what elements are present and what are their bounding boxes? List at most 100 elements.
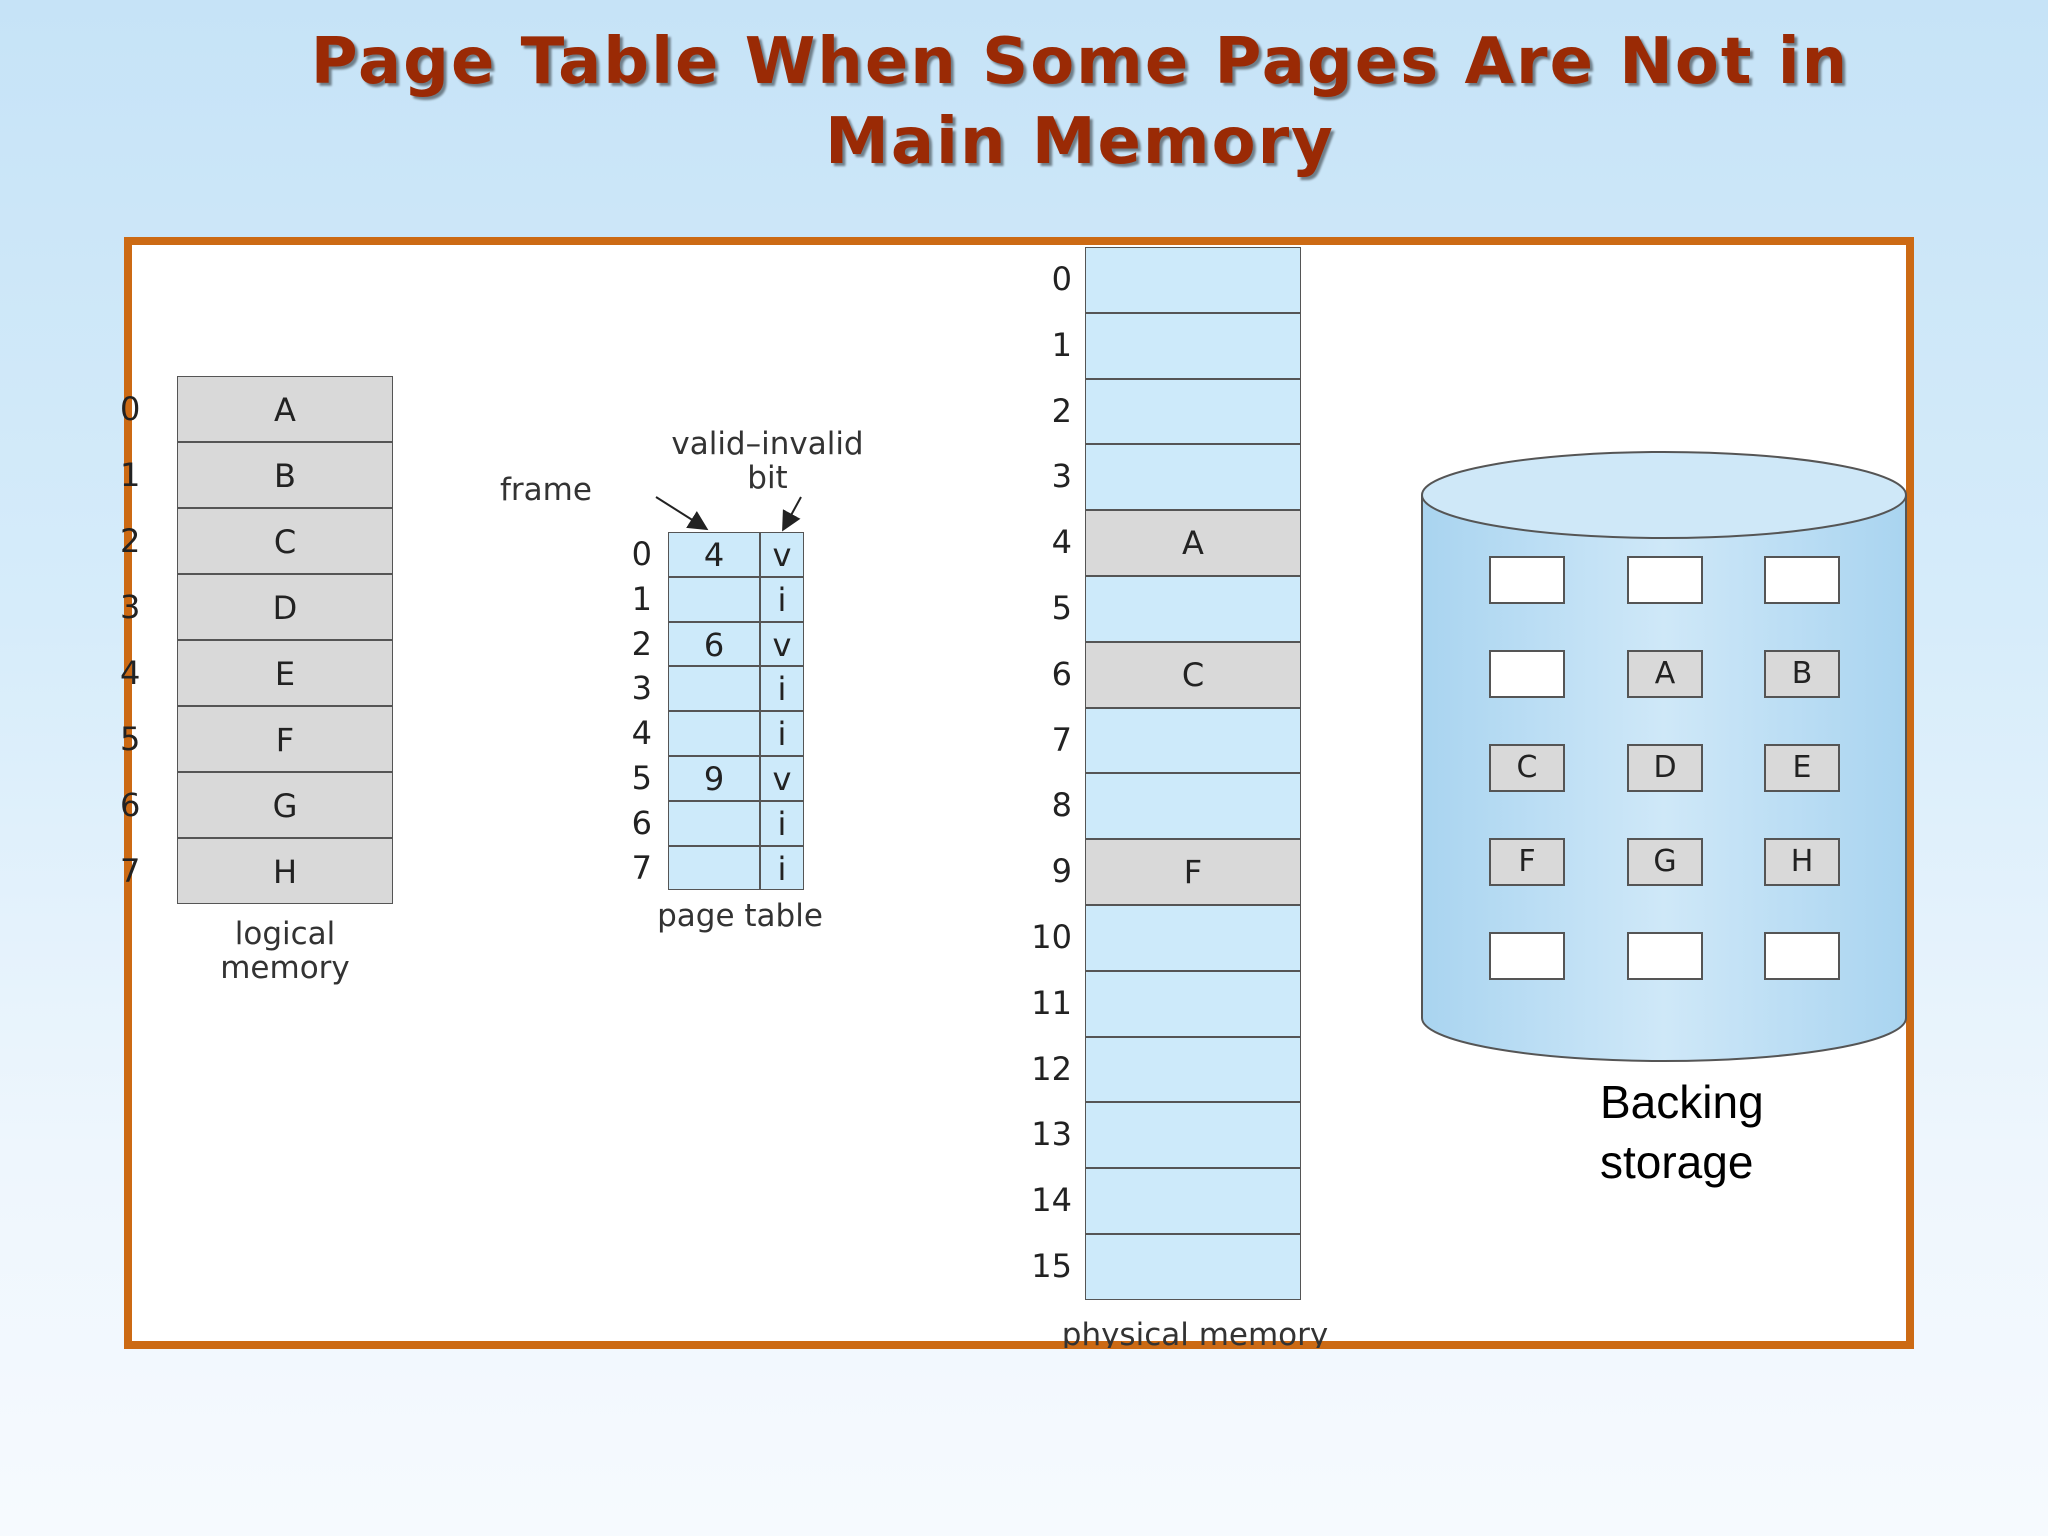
backing-storage-label-line1: Backing (1600, 1076, 1764, 1128)
physical-frame (1085, 773, 1301, 840)
backing-storage-slot: A (1627, 650, 1703, 698)
page-table-frame-cell (668, 845, 760, 891)
logical-page: D (177, 574, 393, 640)
backing-storage-slot (1489, 556, 1565, 604)
physical-frame (1085, 1168, 1301, 1234)
physical-frame-index: 8 (1051, 786, 1072, 825)
logical-page-index: 0 (120, 390, 141, 428)
backing-storage-slot: H (1764, 838, 1840, 886)
page-table-index: 4 (631, 714, 652, 753)
logical-page: E (177, 640, 393, 706)
logical-page-index: 5 (120, 720, 141, 758)
page-table-index: 6 (631, 803, 652, 842)
physical-frame (1085, 905, 1301, 971)
physical-frame (1085, 576, 1301, 642)
backing-storage-slot: B (1764, 650, 1840, 698)
logical-page-index: 1 (120, 456, 141, 494)
physical-frame-index: 15 (1031, 1247, 1072, 1285)
physical-frame-index: 1 (1051, 325, 1072, 364)
physical-frame-index: 11 (1031, 983, 1072, 1022)
page-table-frame-cell (668, 666, 760, 712)
backing-storage-slot (1764, 932, 1840, 980)
page-table-valid-bit-cell: v (760, 621, 804, 667)
physical-frame-index: 5 (1051, 589, 1072, 627)
valid-invalid-label: valid–invalid bit (630, 427, 905, 495)
physical-frame-index: 13 (1031, 1115, 1072, 1154)
backing-storage-label-line2: storage (1600, 1136, 1754, 1188)
physical-frame (1085, 312, 1301, 379)
logical-page: F (177, 706, 393, 772)
backing-storage-slot: C (1489, 744, 1565, 792)
backing-storage-slot (1627, 556, 1703, 604)
backing-storage-label: Backing storage (1600, 1072, 1764, 1192)
page-table-frame-cell: 4 (668, 532, 760, 577)
frame-label: frame (500, 472, 592, 508)
logical-page: C (177, 508, 393, 574)
physical-frame-index: 2 (1051, 391, 1072, 430)
page-table-index: 2 (631, 624, 652, 663)
physical-frame (1085, 378, 1301, 445)
logical-page: H (177, 838, 393, 904)
backing-storage-slot: G (1627, 838, 1703, 886)
page-table-frame-cell (668, 800, 760, 846)
slide-title: Page Table When Some Pages Are Not in Ma… (310, 25, 1850, 179)
logical-page: G (177, 772, 393, 838)
page-table-label: page table (657, 898, 823, 934)
physical-frame (1085, 970, 1301, 1037)
backing-storage-slot (1764, 556, 1840, 604)
valid-invalid-label-line2: bit (747, 460, 788, 496)
physical-frame-index: 9 (1051, 852, 1072, 891)
physical-frame-index: 7 (1051, 720, 1072, 759)
physical-frame-index: 0 (1051, 260, 1072, 298)
physical-frame (1085, 1036, 1301, 1103)
physical-frame-index: 6 (1051, 654, 1072, 693)
page-table-frame-cell (668, 711, 760, 756)
logical-page: A (177, 376, 393, 442)
page-table-index: 7 (631, 848, 652, 887)
page-table-valid-bit-cell: i (760, 576, 804, 622)
logical-page-index: 7 (120, 852, 141, 890)
page-table-index: 1 (631, 579, 652, 618)
page-table-frame-cell: 6 (668, 621, 760, 667)
backing-storage-slot: F (1489, 838, 1565, 886)
logical-page: B (177, 442, 393, 508)
page-table-valid-bit-cell: v (760, 532, 804, 577)
physical-frame-index: 3 (1051, 457, 1072, 496)
page-table-frame-cell: 9 (668, 756, 760, 801)
page-table-index: 0 (631, 535, 652, 573)
page-table-valid-bit-cell: i (760, 666, 804, 712)
physical-frame (1085, 707, 1301, 774)
logical-memory-label-line2: memory (220, 950, 350, 986)
backing-storage-slot: D (1627, 744, 1703, 792)
logical-page-index: 6 (120, 786, 141, 824)
valid-bit-arrow (782, 496, 802, 532)
logical-page-index: 4 (120, 654, 141, 692)
valid-invalid-label-line1: valid–invalid (671, 426, 864, 462)
logical-page-index: 3 (120, 588, 141, 626)
backing-storage-slot (1627, 932, 1703, 980)
physical-frame-index: 4 (1051, 523, 1072, 562)
backing-storage-slot: E (1764, 744, 1840, 792)
physical-frame (1085, 247, 1301, 313)
physical-frame: F (1085, 839, 1301, 905)
page-table-index: 3 (631, 669, 652, 708)
page-table-frame-cell (668, 576, 760, 622)
page-table-index: 5 (631, 759, 652, 797)
frame-arrow (655, 496, 709, 531)
logical-memory-label-line1: logical (234, 916, 336, 952)
backing-storage-slot (1489, 932, 1565, 980)
page-table-valid-bit-cell: i (760, 845, 804, 891)
page-table-valid-bit-cell: i (760, 711, 804, 756)
physical-frame (1085, 1234, 1301, 1300)
physical-frame-index: 12 (1031, 1049, 1072, 1088)
backing-storage-slot (1489, 650, 1565, 698)
logical-memory-label: logical memory (175, 917, 395, 985)
page-table-valid-bit-cell: i (760, 800, 804, 846)
physical-memory-label: physical memory (1061, 1318, 1329, 1348)
physical-frame-index: 14 (1031, 1181, 1072, 1220)
physical-frame: A (1085, 510, 1301, 576)
physical-frame (1085, 1102, 1301, 1169)
page-table-valid-bit-cell: v (760, 756, 804, 801)
physical-frame: C (1085, 641, 1301, 708)
